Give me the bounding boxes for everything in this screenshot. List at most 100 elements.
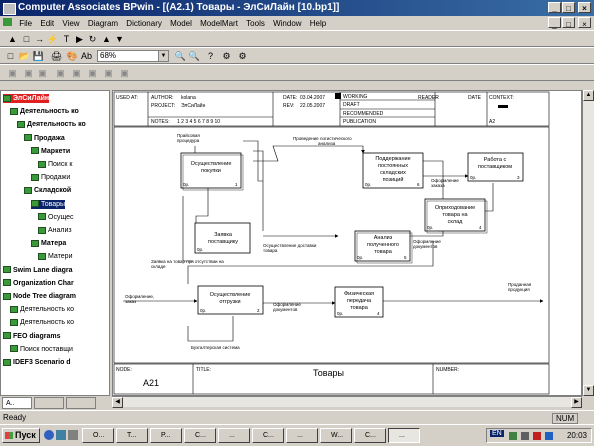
- start-button[interactable]: Пуск: [2, 428, 40, 443]
- taskbar-app[interactable]: W...: [320, 428, 352, 443]
- tree-item[interactable]: Продажи: [31, 173, 70, 182]
- arrow-label[interactable]: Осуществление доставки: [263, 243, 317, 248]
- open-icon[interactable]: 📂: [18, 51, 31, 61]
- tree-item[interactable]: Node Tree diagram: [3, 292, 76, 301]
- squiggle-tool[interactable]: ⚡: [46, 34, 59, 44]
- tray-antivirus-icon[interactable]: [533, 432, 541, 440]
- zoom-select[interactable]: 68% ▼: [97, 50, 169, 62]
- mart-save-icon[interactable]: ▣: [38, 68, 47, 78]
- activity-box[interactable]: Осуществление покупки 0р. 1: [180, 152, 244, 191]
- arrow-label[interactable]: процедура: [177, 138, 200, 143]
- arrow-label[interactable]: Заявка на товар при отсутствии на: [151, 259, 224, 264]
- tree-item[interactable]: Swim Lane diagra: [3, 266, 73, 275]
- arrow-label[interactable]: товара: [263, 248, 278, 253]
- doc-icon[interactable]: [3, 18, 12, 26]
- quicklaunch-ie-icon[interactable]: [44, 430, 54, 440]
- scroll-left-button[interactable]: ◀: [112, 397, 123, 408]
- scroll-down-button[interactable]: ▼: [583, 385, 594, 396]
- tree-item[interactable]: Поиск поставщи: [10, 345, 73, 354]
- mart-report-icon[interactable]: ▣: [120, 68, 129, 78]
- menu-edit[interactable]: Edit: [40, 19, 55, 28]
- minimize-button[interactable]: _: [548, 2, 561, 13]
- taskbar-app[interactable]: ...: [218, 428, 250, 443]
- taskbar-app[interactable]: ...: [286, 428, 318, 443]
- taskbar-app[interactable]: O...: [82, 428, 114, 443]
- save-icon[interactable]: 💾: [32, 51, 45, 61]
- arrow-label[interactable]: документов: [413, 244, 438, 249]
- mart-merge-icon[interactable]: ▣: [104, 68, 113, 78]
- maximize-button[interactable]: □: [562, 2, 575, 13]
- tray-network-icon[interactable]: [509, 432, 517, 440]
- tree-item[interactable]: FEO diagrams: [3, 332, 60, 341]
- activity-box[interactable]: Поддержание постоянных складских позиций…: [362, 152, 424, 189]
- menu-file[interactable]: File: [19, 19, 33, 28]
- scroll-up-button[interactable]: ▲: [583, 90, 594, 101]
- arrow-label[interactable]: Оформление: [273, 302, 301, 307]
- box-tool[interactable]: □: [23, 34, 30, 44]
- menu-view[interactable]: View: [62, 19, 80, 28]
- taskbar-app-active[interactable]: ...: [388, 428, 420, 443]
- activity-box[interactable]: Анализ полученного товара 0р. 5: [354, 230, 413, 264]
- taskbar-app[interactable]: P...: [150, 428, 182, 443]
- activity-box[interactable]: Работа с поставщиком 0р. 3: [467, 152, 524, 182]
- arrow-label[interactable]: документов: [273, 307, 298, 312]
- tree-item[interactable]: Товары: [31, 199, 66, 209]
- quicklaunch-desktop-icon[interactable]: [56, 430, 66, 440]
- taskbar-app[interactable]: C...: [184, 428, 216, 443]
- font-icon[interactable]: Ab: [80, 51, 92, 61]
- taskbar-app[interactable]: C...: [252, 428, 284, 443]
- arrow-label[interactable]: Прайсовая: [177, 132, 200, 138]
- text-tool[interactable]: T: [63, 34, 70, 44]
- activity-box[interactable]: Оприходование товара на склад 0р. 4: [424, 198, 488, 234]
- taskbar-app[interactable]: C...: [354, 428, 386, 443]
- scroll-right-button[interactable]: ▶: [571, 397, 582, 408]
- refresh-tool[interactable]: ↻: [88, 34, 97, 44]
- arrow-label[interactable]: Оформление: [413, 239, 441, 244]
- tree-item[interactable]: Маркети: [31, 147, 70, 156]
- tree-item[interactable]: Деятельность ко: [10, 305, 74, 314]
- arrow-label[interactable]: продукция: [508, 287, 530, 292]
- tree-item[interactable]: ЭлСиЛайн: [3, 94, 50, 103]
- zoom-in-icon[interactable]: 🔍: [174, 51, 187, 61]
- new-icon[interactable]: □: [7, 51, 14, 61]
- doc-close-button[interactable]: ×: [578, 17, 591, 29]
- print-icon[interactable]: 🖨: [50, 51, 63, 61]
- close-button[interactable]: ×: [578, 2, 591, 13]
- arrow-label[interactable]: Проведение логистического: [293, 136, 352, 141]
- doc-minimize-button[interactable]: _: [548, 17, 561, 29]
- tab-objects[interactable]: [34, 397, 64, 409]
- arrow-label[interactable]: складе: [151, 264, 166, 269]
- mart-users-icon[interactable]: ▣: [72, 68, 81, 78]
- zoom-out-icon[interactable]: 🔍: [188, 51, 201, 61]
- menu-dictionary[interactable]: Dictionary: [126, 19, 162, 28]
- mart-lock-icon[interactable]: ▣: [56, 68, 65, 78]
- arrow-label[interactable]: заказ: [125, 299, 136, 304]
- properties-icon[interactable]: ⚙: [222, 51, 231, 61]
- diagram-canvas[interactable]: USED AT: AUTHOR: kolana PROJECT: ЭлСиЛай…: [112, 90, 582, 396]
- tree-item[interactable]: Анализ: [38, 226, 72, 235]
- tree-item[interactable]: Деятельность ко: [10, 318, 74, 327]
- taskbar-app[interactable]: T...: [116, 428, 148, 443]
- arrow-label[interactable]: заказа: [431, 183, 445, 188]
- tree-item[interactable]: Матери: [38, 252, 72, 261]
- menu-diagram[interactable]: Diagram: [87, 19, 119, 28]
- arrow-label[interactable]: Бухгалтерская система: [191, 345, 240, 350]
- model-icon[interactable]: ⚙: [238, 51, 247, 61]
- tray-app-icon[interactable]: [545, 432, 553, 440]
- pointer-tool[interactable]: ▲: [8, 34, 17, 44]
- mart-library-icon[interactable]: ▣: [88, 68, 97, 78]
- tree-item[interactable]: Осущес: [38, 213, 74, 222]
- menu-help[interactable]: Help: [309, 19, 327, 28]
- down-tool[interactable]: ▼: [115, 34, 124, 44]
- menu-model[interactable]: Model: [170, 19, 192, 28]
- arrow-label[interactable]: анализа: [318, 141, 336, 146]
- tree-item[interactable]: Складской: [24, 186, 71, 195]
- color-icon[interactable]: 🎨: [66, 51, 79, 61]
- vertical-scrollbar[interactable]: ▲ ▼: [582, 90, 594, 396]
- tree-item[interactable]: Матера: [31, 239, 66, 248]
- mart-connect-icon[interactable]: ▣: [8, 68, 17, 78]
- tree-item[interactable]: Поиск к: [38, 160, 72, 169]
- menu-modelmart[interactable]: ModelMart: [200, 19, 238, 28]
- arrow-tool[interactable]: →: [35, 34, 44, 44]
- chevron-down-icon[interactable]: ▼: [158, 51, 168, 61]
